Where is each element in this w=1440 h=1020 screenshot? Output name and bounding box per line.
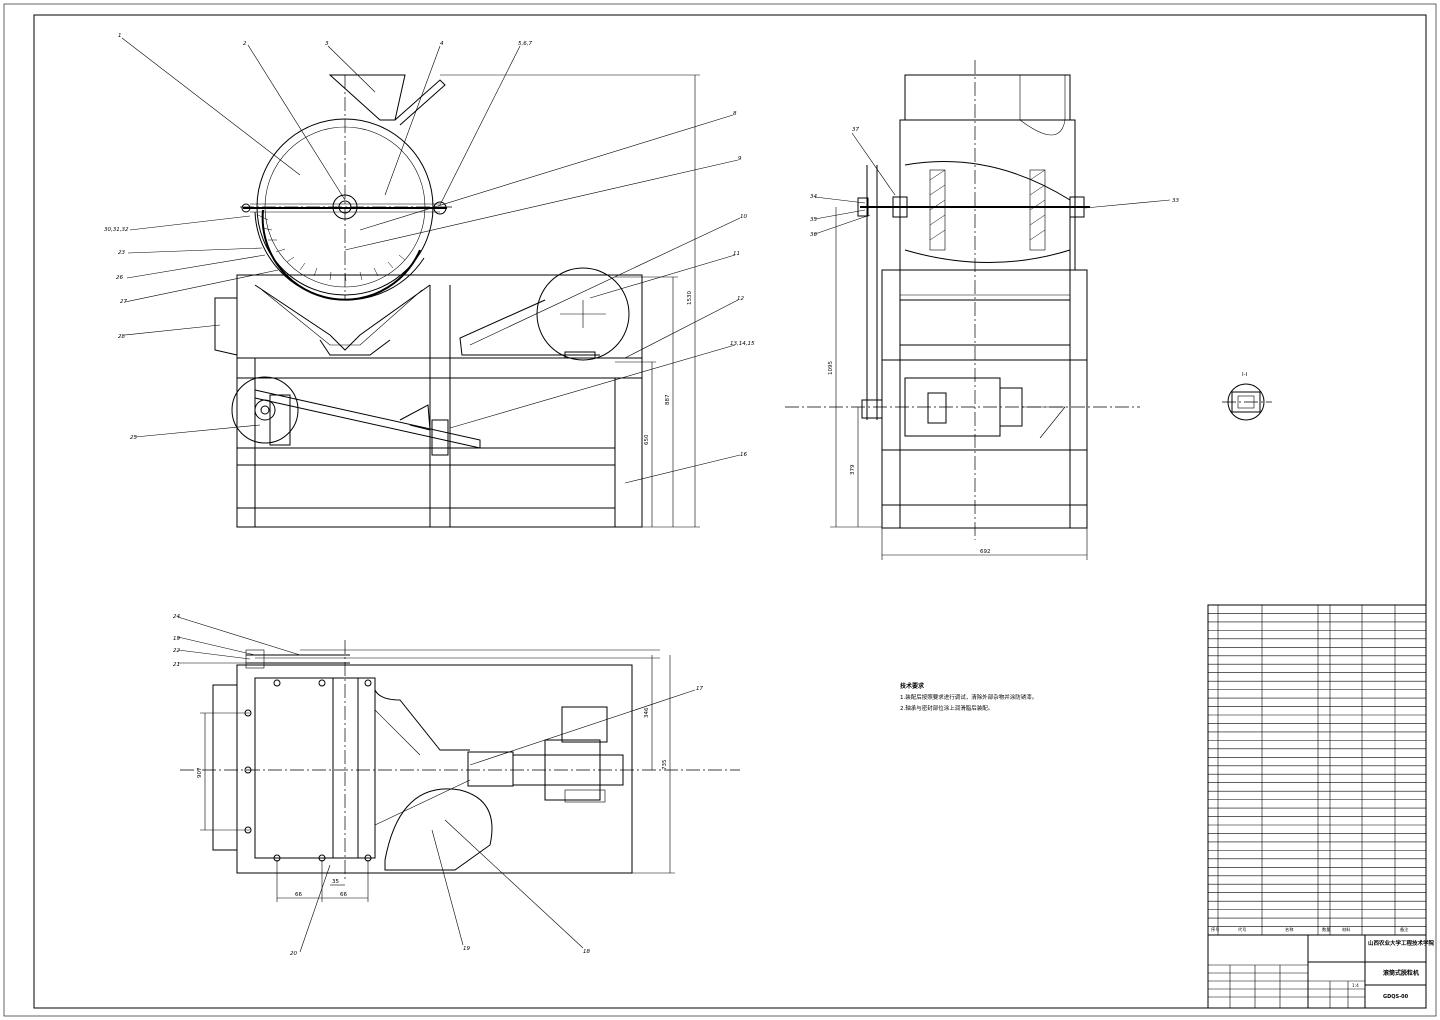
drawing-scale: 1:4 <box>1352 983 1359 988</box>
outer-border <box>3 3 1437 1017</box>
header-name: 名称 <box>1285 926 1293 933</box>
dim-plan-66b: 66 <box>340 892 347 898</box>
tech-notes-title: 技术要求 <box>900 682 925 690</box>
header-material: 材料 <box>1342 926 1351 933</box>
label-37: 37 <box>852 127 859 133</box>
header-code: 代号 <box>1238 926 1246 933</box>
label-1: 1 <box>118 33 122 39</box>
label-34: 34 <box>810 194 817 200</box>
header-qty: 数量 <box>1322 926 1330 933</box>
label-35: 35 <box>810 217 817 223</box>
label-2: 2 <box>243 41 247 47</box>
label-26: 26 <box>116 275 123 281</box>
label-19b: 19 <box>463 946 470 952</box>
label-3: 3 <box>325 41 329 47</box>
header-no: 序号 <box>1211 926 1219 933</box>
label-8: 8 <box>733 111 737 117</box>
section-label: I-I <box>1242 372 1248 378</box>
dim-front-887: 887 <box>665 394 671 405</box>
label-33: 33 <box>1172 198 1179 204</box>
bolt-holes <box>244 679 372 862</box>
front-view: 1530 887 650 1 2 3 4 5,6,7 <box>104 33 755 528</box>
label-16: 16 <box>740 452 747 458</box>
label-4: 4 <box>440 41 444 47</box>
dim-front-1530: 1530 <box>687 291 693 305</box>
title-block: 山西农业大学工程技术学院 滚筒式脱粒机 GDQS-00 1:4 <box>1207 934 1435 1009</box>
section-detail: I-I <box>1222 372 1272 421</box>
tech-note-2: 2.轴承与密封部位涂上润滑脂后装配。 <box>900 704 993 712</box>
label-13-14-15: 13,14,15 <box>730 341 755 347</box>
tech-note-1: 1.装配后按照要求进行调试，清除外部杂物并涂防锈漆。 <box>900 693 1037 701</box>
dim-side-692: 692 <box>980 549 991 555</box>
label-20: 20 <box>290 951 297 957</box>
dim-side-379: 379 <box>850 464 856 475</box>
label-28: 28 <box>118 334 125 340</box>
label-22: 22 <box>173 648 180 654</box>
dim-plan-35: 35 <box>332 879 339 885</box>
label-9: 9 <box>738 156 742 162</box>
inner-border <box>33 14 1427 1009</box>
parts-header: 序号 代号 名称 数量 材料 备注 <box>1211 926 1409 933</box>
label-24: 24 <box>173 614 180 620</box>
label-17: 17 <box>696 686 703 692</box>
dim-plan-907: 907 <box>197 767 203 778</box>
label-36: 36 <box>810 232 817 238</box>
label-25: 25 <box>130 435 137 441</box>
dim-plan-66a: 66 <box>295 892 302 898</box>
label-5-6-7: 5,6,7 <box>518 41 532 47</box>
label-23: 23 <box>118 250 125 256</box>
header-note: 备注 <box>1400 926 1409 933</box>
label-11: 11 <box>733 251 740 257</box>
label-30-31-32: 30,31,32 <box>104 227 129 233</box>
dim-plan-735: 735 <box>662 759 668 770</box>
side-view: 1095 379 692 37 34 35 36 33 <box>785 60 1179 560</box>
plan-view: 907 346 735 66 66 35 24 19 22 21 17 20 1… <box>173 614 740 957</box>
dim-plan-346: 346 <box>644 707 650 718</box>
drawing-number: GDQS-00 <box>1383 994 1409 1000</box>
institution-name: 山西农业大学工程技术学院 <box>1368 939 1435 947</box>
parts-list-table <box>1207 604 1427 936</box>
label-27: 27 <box>120 299 127 305</box>
drawing-name: 滚筒式脱粒机 <box>1383 969 1419 977</box>
label-12: 12 <box>737 296 744 302</box>
label-10: 10 <box>740 214 747 220</box>
dim-front-650: 650 <box>644 434 650 445</box>
tech-notes: 技术要求 1.装配后按照要求进行调试，清除外部杂物并涂防锈漆。 2.轴承与密封部… <box>900 682 1037 712</box>
label-18: 18 <box>583 949 590 955</box>
label-19: 19 <box>173 636 180 642</box>
dim-side-1095: 1095 <box>828 361 834 375</box>
label-21: 21 <box>173 662 180 668</box>
